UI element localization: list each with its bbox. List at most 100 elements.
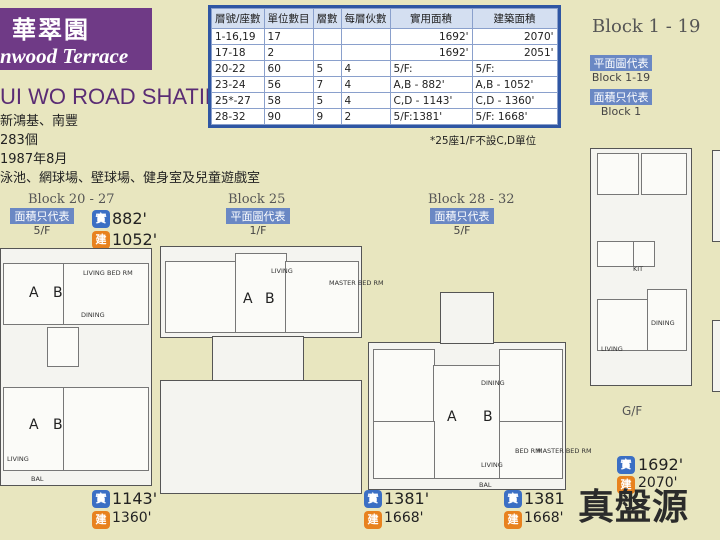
floor-plan-edge-bottom bbox=[712, 320, 720, 392]
room-label-kit: KIT bbox=[633, 265, 644, 273]
gross-area-icon: 建 bbox=[92, 231, 110, 249]
unit-label-b: B bbox=[265, 291, 275, 307]
unit-label-b: B bbox=[53, 285, 63, 301]
table-cell: 20-22 bbox=[211, 60, 265, 77]
table-cell: 9 bbox=[312, 108, 342, 125]
table-cell: 28-32 bbox=[211, 108, 265, 125]
block-1-19-plan-value: Block 1-19 bbox=[591, 71, 651, 84]
block-1-19-area-tag: 面積只代表 bbox=[590, 89, 652, 105]
saleable-area-icon: 實 bbox=[504, 490, 522, 508]
block-28-32-title: Block 28 - 32 bbox=[428, 192, 515, 207]
room-label-living: LIVING bbox=[7, 455, 29, 463]
units-line: 283個 bbox=[0, 133, 38, 148]
table-cell: 90 bbox=[263, 108, 314, 125]
table-cell bbox=[312, 44, 342, 61]
block-28-32-gross: 1668' bbox=[384, 510, 424, 526]
block-1-19-area-value: Block 1 bbox=[600, 105, 642, 118]
table-cell: 1692' bbox=[389, 28, 473, 45]
table-cell: C,D - 1143' bbox=[389, 92, 473, 109]
block-20-27-saleable-cd: 1143' bbox=[112, 489, 158, 508]
block-20-27-title: Block 20 - 27 bbox=[28, 192, 115, 207]
room-label-living: LIVING bbox=[83, 269, 105, 277]
facilities-line: 泳池、網球場、壁球場、健身室及兒童遊戲室 bbox=[0, 171, 261, 186]
block-1-19-gross: 2070' bbox=[638, 475, 678, 491]
table-cell: 5/F: bbox=[471, 60, 558, 77]
table-cell: 56 bbox=[263, 76, 314, 93]
floor-plan-block-25-podium bbox=[160, 380, 362, 494]
unit-label-a: A bbox=[29, 285, 39, 301]
table-cell: 23-24 bbox=[211, 76, 265, 93]
table-header: 建築面積 bbox=[471, 8, 558, 29]
watermark-logo: 真盤源 bbox=[578, 487, 690, 528]
block-28-32-gross-2: 1668' bbox=[524, 510, 564, 526]
block-20-27-gross-cd: 1360' bbox=[112, 510, 152, 526]
room-label-dining: DINING bbox=[651, 319, 675, 327]
block-1-19-saleable: 1692' bbox=[638, 455, 684, 474]
floor-plan-block-25: A B LIVING MASTER BED RM bbox=[160, 246, 384, 338]
table-cell: C,D - 1360' bbox=[471, 92, 558, 109]
block-1-19-title: Block 1 - 19 bbox=[592, 16, 701, 37]
estate-name-cn: 華翠園 bbox=[12, 15, 90, 44]
room-label-dining: DINING bbox=[481, 379, 505, 387]
room-label-living: LIVING bbox=[481, 461, 503, 469]
table-cell: 58 bbox=[263, 92, 314, 109]
gross-area-icon: 建 bbox=[364, 511, 382, 529]
table-cell: 4 bbox=[340, 76, 391, 93]
block-1-19-plan-tag: 平面圖代表 bbox=[590, 55, 652, 71]
table-cell: 2051' bbox=[471, 44, 558, 61]
saleable-area-icon: 實 bbox=[92, 210, 110, 228]
table-cell: 2070' bbox=[471, 28, 558, 45]
floor-plan-block-1-19: KIT DINING LIVING bbox=[590, 148, 692, 386]
saleable-area-icon: 實 bbox=[364, 490, 382, 508]
table-cell: 4 bbox=[340, 60, 391, 77]
table-cell bbox=[340, 28, 391, 45]
table-cell: 17 bbox=[263, 28, 314, 45]
saleable-area-icon: 實 bbox=[92, 490, 110, 508]
gross-area-icon: 建 bbox=[617, 476, 635, 494]
table-cell: 1692' bbox=[389, 44, 473, 61]
floor-plan-block-28-32-core bbox=[440, 292, 494, 344]
table-cell: 1-16,19 bbox=[211, 28, 265, 45]
unit-label-b: B bbox=[483, 409, 493, 425]
gross-area-icon: 建 bbox=[504, 511, 522, 529]
table-cell: 17-18 bbox=[211, 44, 265, 61]
table-cell: 2 bbox=[340, 108, 391, 125]
table-header-row: 層號/座數 單位數目 層數 每層伙數 實用面積 建築面積 bbox=[211, 8, 558, 29]
table-cell: 4 bbox=[340, 92, 391, 109]
table-cell: 25*-27 bbox=[211, 92, 265, 109]
table-cell: 60 bbox=[263, 60, 314, 77]
block-1-19-floor: G/F bbox=[622, 404, 643, 418]
floor-plan-block-28-32: A B DINING LIVING BED RM MASTER BED RM B… bbox=[368, 342, 592, 490]
road-name: UI WO ROAD SHATIN bbox=[0, 84, 221, 109]
table-cell: 5 bbox=[312, 92, 342, 109]
table-header: 實用面積 bbox=[389, 8, 473, 29]
block-20-27-gross-ab: 1052' bbox=[112, 230, 158, 249]
table-cell: 5/F: 1668' bbox=[471, 108, 558, 125]
unit-label-b: B bbox=[53, 417, 63, 433]
room-label-living: LIVING bbox=[601, 345, 623, 353]
block-20-27-area-tag: 面積只代表 bbox=[10, 208, 74, 224]
saleable-area-icon: 實 bbox=[617, 456, 635, 474]
table-footnote: *25座1/F不設C,D單位 bbox=[430, 135, 537, 147]
table-cell: A,B - 882' bbox=[389, 76, 473, 93]
table-cell bbox=[312, 28, 342, 45]
table-header: 層號/座數 bbox=[211, 8, 265, 29]
block-28-32-floor: 5/F bbox=[453, 224, 471, 237]
room-label-master-bed-rm: MASTER BED RM bbox=[537, 447, 592, 455]
block-20-27-saleable-ab: 882' bbox=[112, 209, 147, 228]
estate-name-en: nwood Terrace bbox=[0, 44, 129, 68]
unit-label-a: A bbox=[243, 291, 253, 307]
room-label-bal: BAL bbox=[479, 481, 492, 489]
table-header: 每層伙數 bbox=[340, 8, 391, 29]
floor-plan-edge-top bbox=[712, 150, 720, 242]
room-label-master-bed-rm: MASTER BED RM bbox=[329, 279, 384, 287]
block-25-title: Block 25 bbox=[228, 192, 286, 207]
floor-plan-block-20-27: A B A B LIVING BED RM DINING LIVING BAL bbox=[0, 248, 152, 486]
